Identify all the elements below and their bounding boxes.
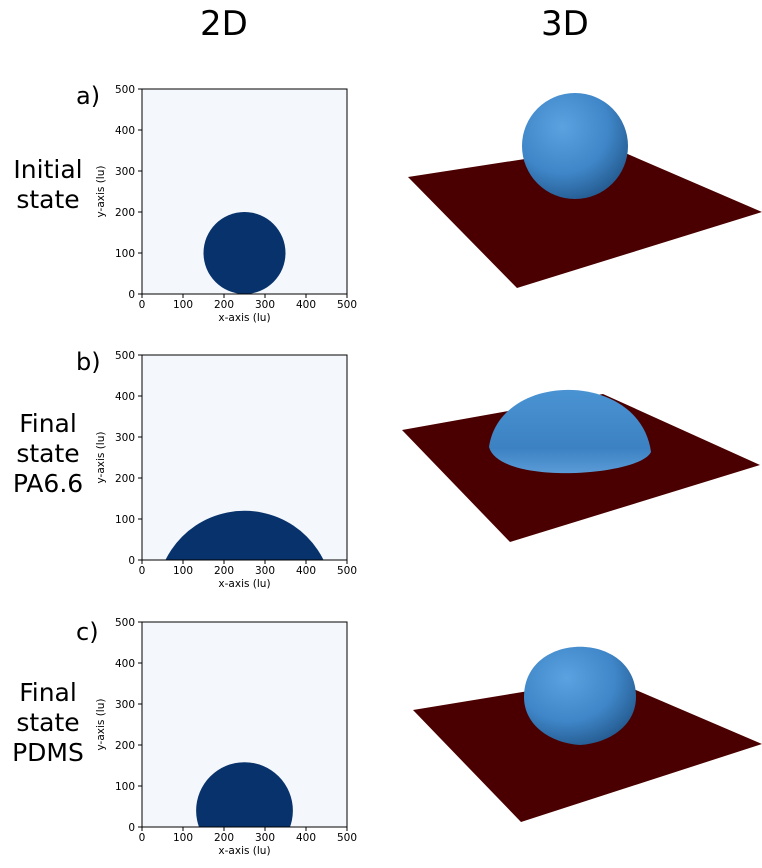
x-axis-label: x-axis (lu) (218, 578, 270, 590)
row-label-initial: Initial state (0, 155, 98, 215)
y-axis-label: y-axis (lu) (95, 166, 107, 218)
heatmap-panel-1: 0 100 200 300 400 500 0 100 200 300 400 500 x-axis (… (95, 350, 357, 590)
x-tick-label: 200 (214, 299, 234, 311)
x-tick-label: 300 (255, 832, 275, 844)
substrate-plane (413, 678, 762, 822)
y-tick-label: 500 (115, 617, 135, 629)
droplet-cap (489, 389, 651, 474)
y-tick-label: 100 (115, 248, 135, 260)
y-tick-label: 300 (115, 432, 135, 444)
heatmap-panel-0: 0 100 200 300 400 500 0 100 200 300 400 500 x-axis (… (95, 84, 357, 324)
droplet-sphere (522, 93, 628, 199)
x-tick-label: 100 (173, 299, 193, 311)
y-axis-label: y-axis (lu) (95, 432, 107, 484)
plot-frame (141, 88, 348, 295)
y-tick-label: 0 (128, 289, 135, 301)
render-3d-initial (408, 93, 762, 288)
y-axis-label: y-axis (lu) (95, 699, 107, 751)
y-tick-label: 400 (115, 391, 135, 403)
y-tick-label: 0 (128, 555, 135, 567)
y-tick-label: 300 (115, 699, 135, 711)
panel-letter-c: c) (76, 618, 99, 646)
y-tick-label: 100 (115, 514, 135, 526)
row-label-pa66: Final state PA6.6 (0, 409, 98, 499)
x-tick-label: 500 (337, 565, 357, 577)
y-tick-label: 200 (115, 740, 135, 752)
x-tick-label: 100 (173, 832, 193, 844)
plot-frame (141, 354, 348, 561)
x-tick-label: 500 (337, 832, 357, 844)
x-tick-label: 500 (337, 299, 357, 311)
render-3d-pa66 (402, 389, 760, 542)
row-label-line: PDMS (12, 738, 84, 767)
heatmap-panel-2: 0 100 200 300 400 500 0 100 200 300 400 500 x-axis (… (95, 617, 357, 857)
row-label-line: state (16, 439, 80, 468)
y-tick-label: 200 (115, 207, 135, 219)
row-label-line: state (16, 185, 80, 214)
row-label-line: Final (19, 678, 77, 707)
y-tick-label: 500 (115, 84, 135, 96)
droplet-region (203, 212, 286, 294)
y-tick-label: 100 (115, 781, 135, 793)
substrate-plane (408, 146, 762, 288)
x-tick-label: 400 (296, 832, 316, 844)
y-tick-label: 500 (115, 350, 135, 362)
x-tick-label: 200 (214, 832, 234, 844)
droplet-region (165, 510, 324, 560)
panel-letter-a: a) (76, 82, 101, 110)
row-label-line: Final (19, 409, 77, 438)
x-tick-label: 0 (139, 299, 146, 311)
panel-letter-b: b) (76, 348, 101, 376)
y-tick-label: 400 (115, 658, 135, 670)
x-axis-label: x-axis (lu) (218, 845, 270, 857)
row-label-line: Initial (13, 155, 83, 184)
row-label-line: PA6.6 (12, 469, 84, 498)
y-tick-label: 200 (115, 473, 135, 485)
x-tick-label: 400 (296, 565, 316, 577)
x-tick-label: 100 (173, 565, 193, 577)
y-tick-label: 0 (128, 822, 135, 834)
x-tick-label: 300 (255, 299, 275, 311)
column-title-2d: 2D (200, 4, 248, 44)
column-title-3d: 3D (541, 4, 589, 44)
droplet-cap (524, 646, 636, 745)
x-tick-label: 0 (139, 832, 146, 844)
render-3d-pdms (413, 646, 762, 822)
y-tick-label: 400 (115, 125, 135, 137)
row-label-line: state (16, 708, 80, 737)
y-tick-label: 300 (115, 166, 135, 178)
x-tick-label: 0 (139, 565, 146, 577)
plot-frame (141, 621, 348, 828)
row-label-pdms: Final state PDMS (0, 678, 98, 768)
x-tick-label: 400 (296, 299, 316, 311)
droplet-region (196, 762, 293, 827)
x-axis-label: x-axis (lu) (218, 312, 270, 324)
x-tick-label: 300 (255, 565, 275, 577)
x-tick-label: 200 (214, 565, 234, 577)
